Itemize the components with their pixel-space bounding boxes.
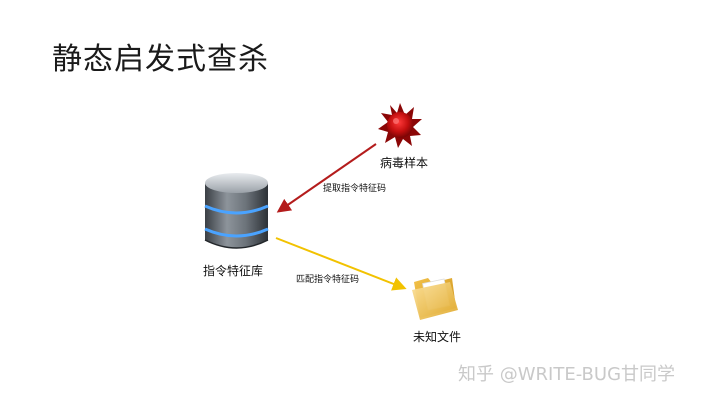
database-icon xyxy=(204,173,269,249)
slide-title: 静态启发式查杀 xyxy=(52,42,269,77)
folder-icon xyxy=(412,278,458,320)
edge-match-arrow xyxy=(275,237,407,291)
node-label-database: 指令特征库 xyxy=(203,264,264,278)
edge-label-match: 匹配指令特征码 xyxy=(296,275,360,285)
virus-icon xyxy=(378,103,422,148)
edge-label-extract: 提取指令特征码 xyxy=(323,184,387,194)
watermark: 知乎 @WRITE-BUG甘同学 xyxy=(458,364,676,385)
edge-extract-arrow xyxy=(276,143,377,213)
node-label-file: 未知文件 xyxy=(413,330,462,344)
node-label-virus: 病毒样本 xyxy=(380,156,429,170)
